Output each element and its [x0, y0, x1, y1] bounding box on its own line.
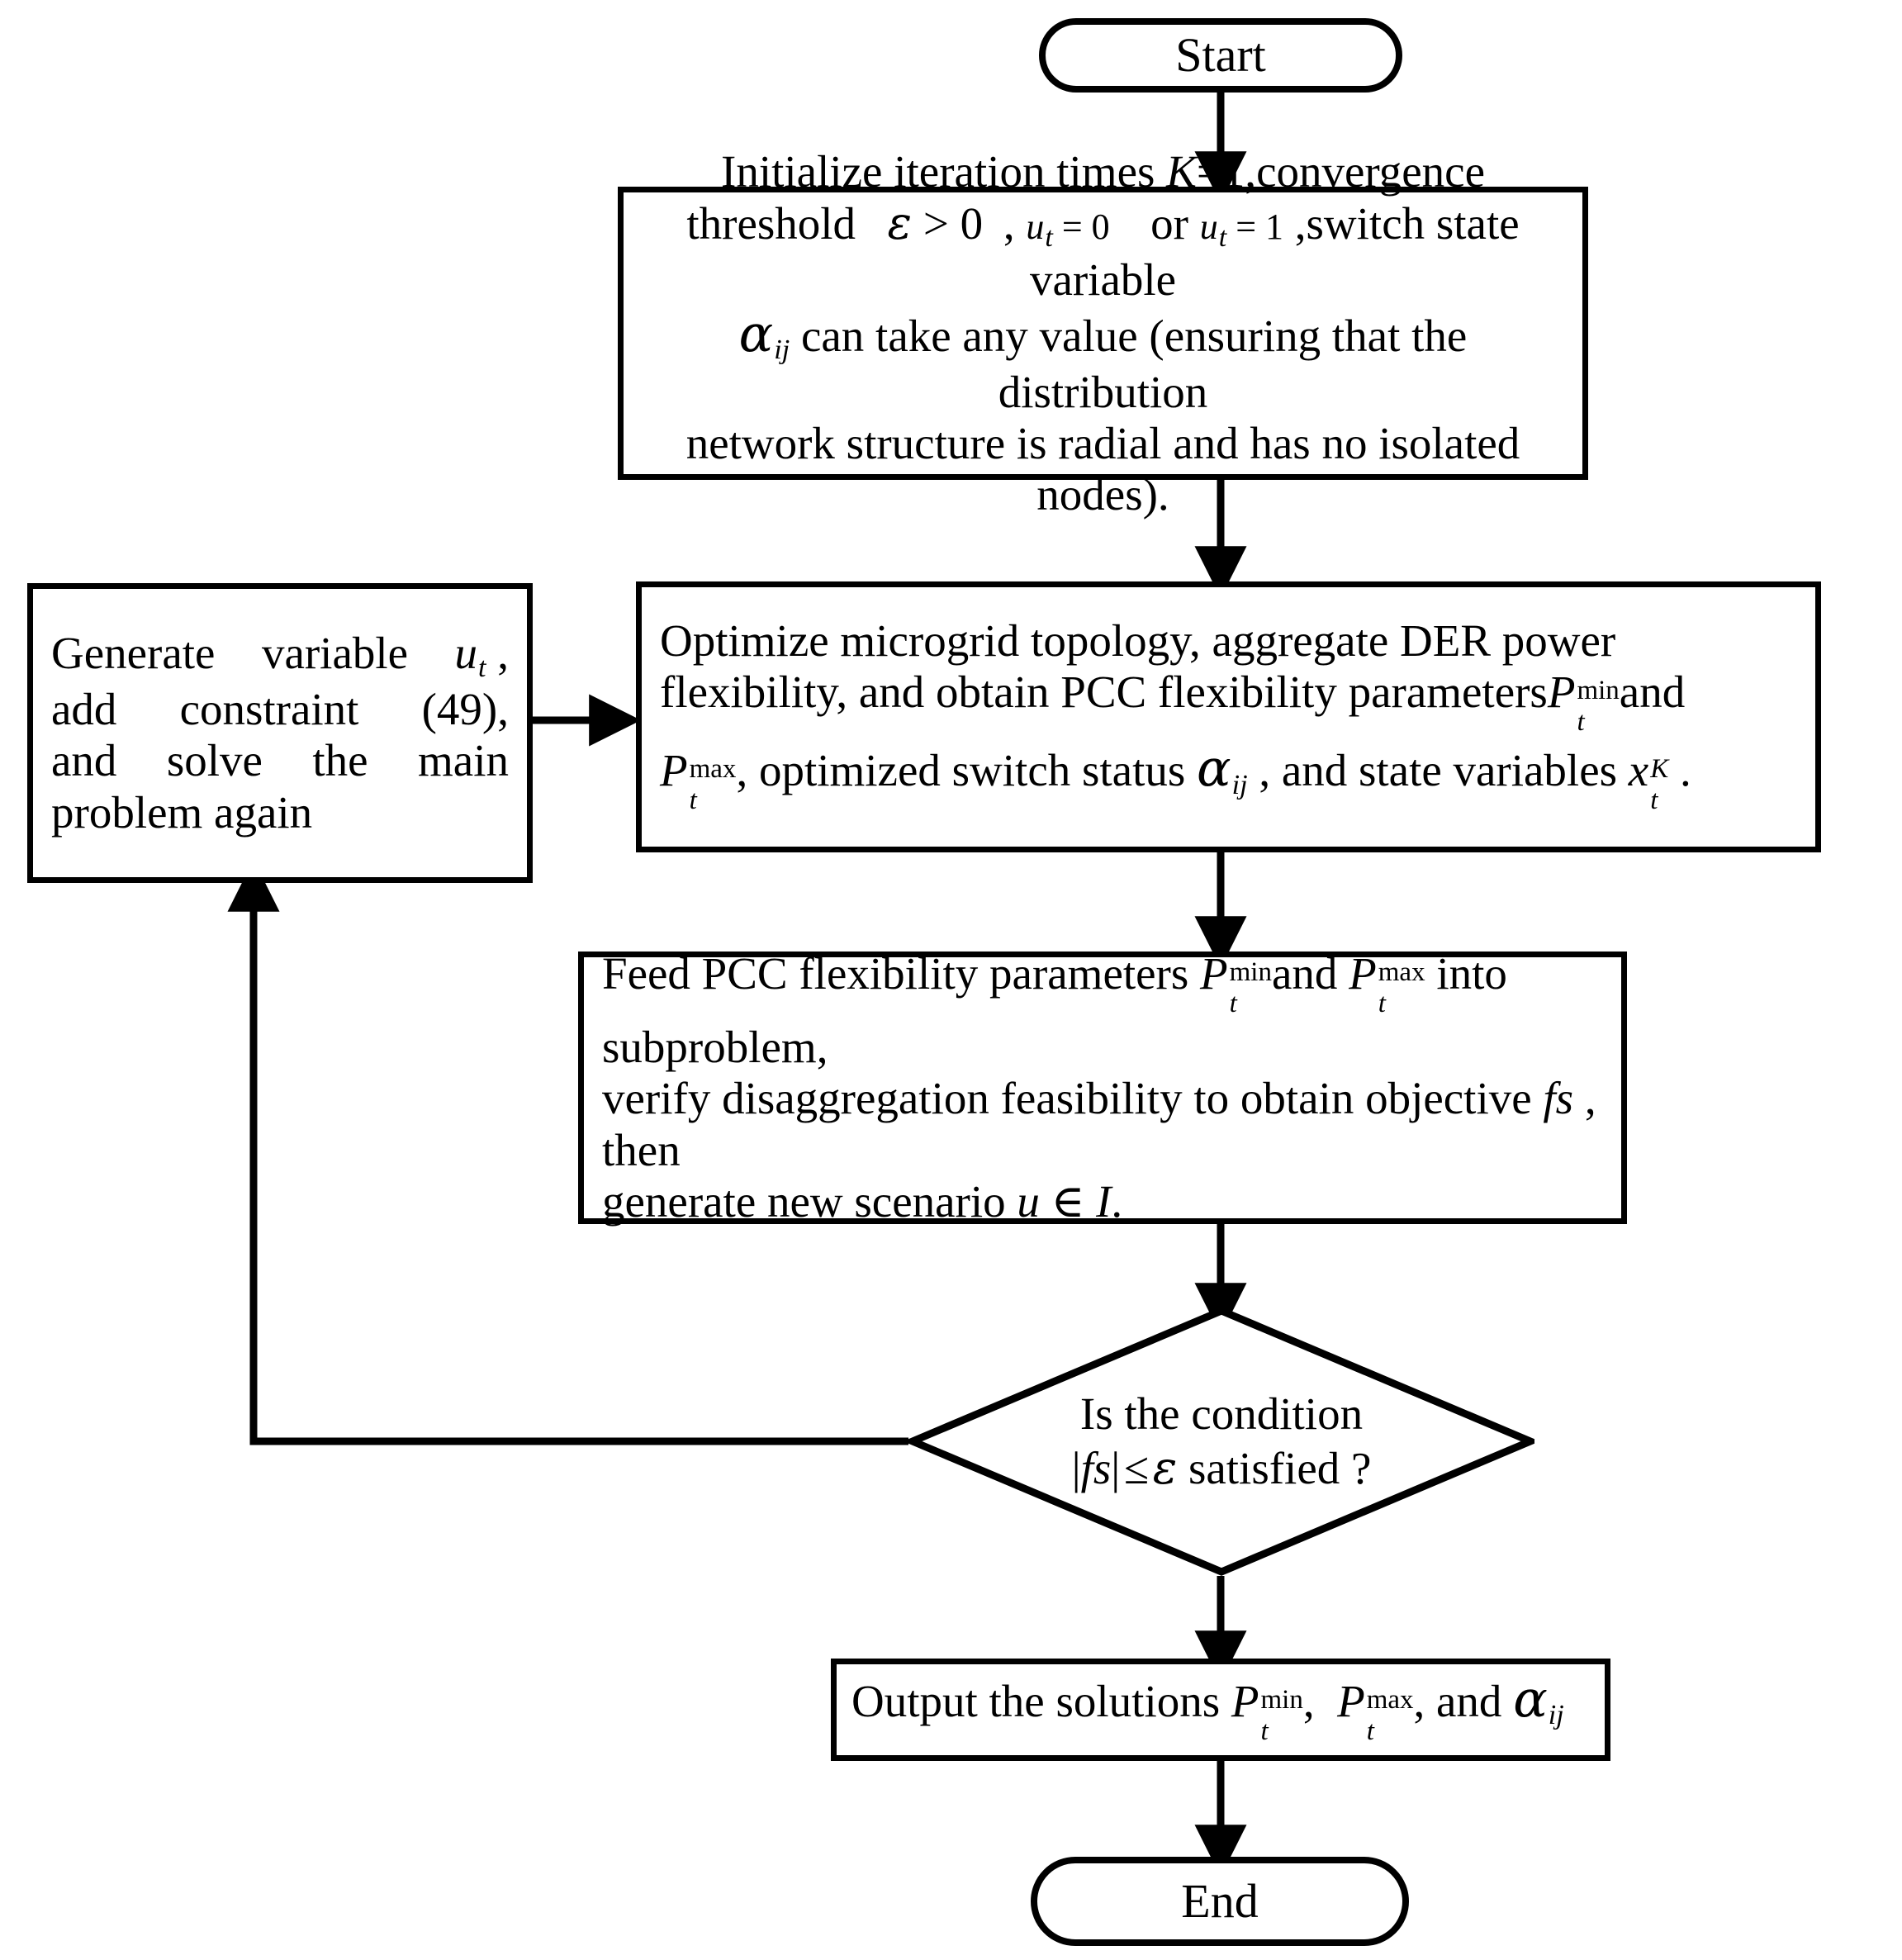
node-optimize-text: Optimize microgrid topology, aggregate D…	[642, 615, 1815, 819]
node-initialize-text: Initialize iteration times K=1,convergen…	[624, 146, 1582, 521]
node-initialize[interactable]: Initialize iteration times K=1,convergen…	[618, 146, 1588, 520]
node-start[interactable]: Start	[1039, 18, 1402, 93]
initialize-line-1: Initialize iteration times K=1,convergen…	[721, 145, 1485, 197]
node-end[interactable]: End	[1031, 1857, 1409, 1946]
node-end-label: End	[1181, 1874, 1259, 1928]
node-start-label: Start	[1175, 28, 1266, 82]
optimize-line-1: Optimize microgrid topology, aggregate D…	[660, 615, 1616, 666]
initialize-line-3: αij can take any value (ensuring that th…	[738, 303, 1468, 417]
decision-line-1: Is the condition	[1079, 1388, 1364, 1439]
feed-line-3: generate new scenario u ∈ I.	[602, 1175, 1123, 1227]
node-decision-text: Is the condition |fs| ≤ ε satisfied ?	[908, 1307, 1534, 1576]
node-optimize[interactable]: Optimize microgrid topology, aggregate D…	[636, 581, 1821, 852]
feed-line-2: verify disaggregation feasibility to obt…	[602, 1073, 1596, 1175]
initialize-line-4: network structure is radial and has no i…	[685, 418, 1520, 520]
generate-line-4: problem again	[51, 786, 313, 838]
node-decision[interactable]: Is the condition |fs| ≤ ε satisfied ?	[908, 1307, 1534, 1576]
decision-diamond-shape	[908, 1307, 1534, 1576]
optimize-line-2: flexibility, and obtain PCC flexibility …	[660, 667, 1686, 738]
decision-line-2: |fs| ≤ ε satisfied ?	[1071, 1440, 1372, 1494]
